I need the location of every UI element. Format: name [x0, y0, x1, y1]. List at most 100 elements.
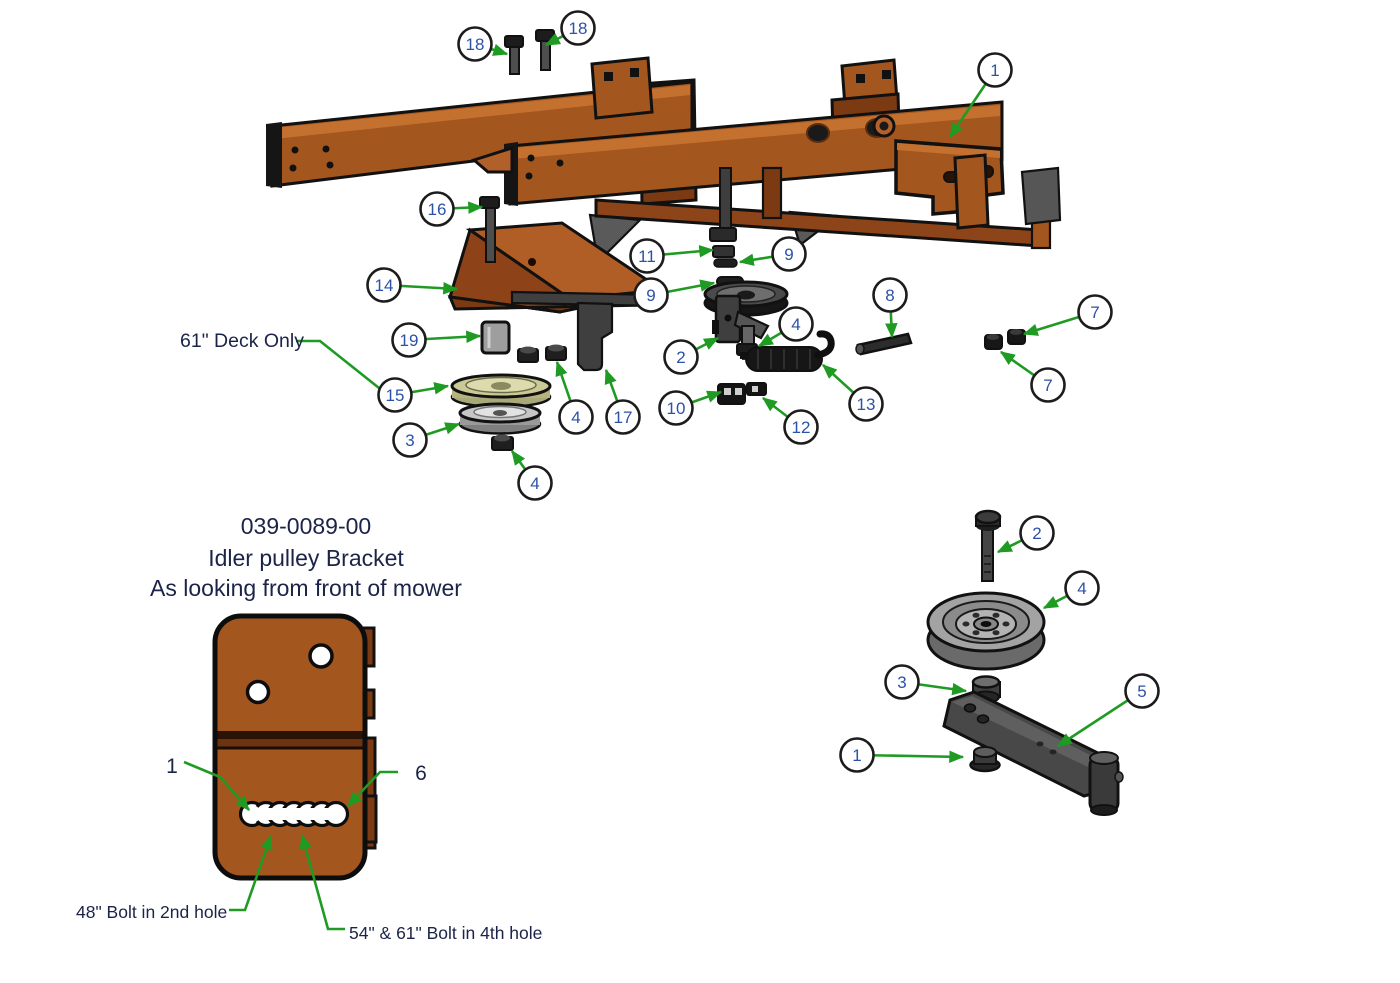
- callout-number: 11: [638, 247, 656, 266]
- clevis-part-10: [717, 383, 746, 405]
- callout-balloon: [658, 390, 694, 426]
- bolt-part-16: [479, 196, 500, 263]
- deck-only-leader: [296, 339, 380, 390]
- callout-number: 9: [646, 286, 655, 305]
- callout-balloon: [663, 339, 699, 375]
- callout-balloon: [1030, 367, 1066, 403]
- callout-number: 2: [676, 348, 685, 367]
- callout-7: 7: [1022, 294, 1113, 336]
- flat-idler-pulley-part-4: [926, 591, 1046, 671]
- callout-balloon: [517, 465, 553, 501]
- upper-beam: [266, 80, 694, 188]
- callout-number: 2: [1032, 524, 1041, 543]
- hole-1-label: 1: [166, 755, 178, 778]
- callout-15: 15: [377, 377, 450, 413]
- bracket-fold: [217, 731, 363, 739]
- callout-number: 16: [428, 200, 447, 219]
- bolt-pair-part-18: [504, 29, 555, 75]
- washer-part-9: [713, 258, 738, 268]
- bolt-washer-stack: [709, 167, 744, 287]
- callout-number: 4: [530, 474, 539, 493]
- callout-balloon: [1124, 673, 1160, 709]
- callout-number: 9: [784, 245, 793, 264]
- callout-balloon: [783, 409, 819, 445]
- callout-number: 3: [405, 431, 414, 450]
- callout-balloon: [771, 236, 807, 272]
- callout-10: 10: [658, 390, 723, 426]
- callout-balloon: [391, 322, 427, 358]
- callout-balloon: [629, 238, 665, 274]
- beam-hole: [806, 123, 830, 143]
- callout-14: 14: [366, 267, 459, 303]
- hole-1-leader: [183, 760, 250, 811]
- hole-6-leader: [347, 770, 398, 807]
- callout-number: 7: [1090, 303, 1099, 322]
- callout-11: 11: [629, 238, 715, 274]
- hole-6-label: 6: [415, 762, 427, 785]
- callout-number: 4: [1077, 579, 1086, 598]
- callout-4: 4: [510, 449, 553, 501]
- bracket-name-label: Idler pulley Bracket: [208, 545, 404, 571]
- v-idler-pulley-part-2: [703, 280, 789, 360]
- right-leg: [953, 153, 990, 230]
- callout-18: 18: [544, 10, 596, 47]
- callout-balloon: [392, 422, 428, 458]
- idler-bracket-front-view: [212, 613, 378, 881]
- nut-pair-part-7: [984, 329, 1026, 350]
- callout-balloon: [377, 377, 413, 413]
- callout-balloon: [1077, 294, 1113, 330]
- part-number-label: 039-0089-00: [241, 513, 371, 539]
- callout-number: 13: [857, 395, 876, 414]
- beam-nose: [470, 145, 514, 174]
- callout-number: 3: [897, 673, 906, 692]
- callout-16: 16: [419, 191, 484, 227]
- callout-number: 18: [466, 35, 485, 54]
- nut-pair-part-4: [517, 344, 567, 363]
- callout-balloon: [848, 386, 884, 422]
- callout-2: 2: [663, 336, 720, 375]
- nut-part-4-bottom: [491, 434, 514, 451]
- callout-number: 4: [571, 408, 580, 427]
- pulley-part-15: [450, 373, 552, 409]
- main-frame-assembly: [266, 29, 1062, 451]
- callout-3: 3: [392, 422, 461, 458]
- callout-18: 18: [457, 26, 509, 62]
- bolt-4th-hole-label: 54" & 61" Bolt in 4th hole: [349, 923, 542, 943]
- callout-balloon: [839, 737, 875, 773]
- callout-number: 15: [386, 386, 405, 405]
- callout-1: 1: [839, 737, 965, 773]
- callout-number: 1: [852, 746, 861, 765]
- callout-balloon: [605, 399, 641, 435]
- callout-number: 7: [1043, 376, 1052, 395]
- idler-arm-assembly: [926, 509, 1124, 816]
- callout-13: 13: [822, 364, 884, 422]
- callout-4: 4: [757, 306, 814, 348]
- bolt-part-2: [974, 509, 1002, 582]
- callout-number: 8: [885, 286, 894, 305]
- callout-8: 8: [872, 277, 908, 339]
- spring-part-13: [740, 330, 835, 372]
- bracket-slot: [238, 800, 350, 828]
- bracket-hole: [245, 679, 271, 705]
- center-mount-tab: [590, 56, 654, 120]
- callout-balloon: [419, 191, 455, 227]
- callout-2: 2: [996, 515, 1055, 554]
- callout-number: 17: [614, 408, 633, 427]
- pin-part-12: [746, 382, 767, 396]
- callout-balloon: [1019, 515, 1055, 551]
- bolt-2nd-hole-label: 48" Bolt in 2nd hole: [76, 902, 227, 922]
- flange-nut-part-1: [969, 746, 1001, 773]
- callout-balloon: [457, 26, 493, 62]
- callout-number: 14: [375, 276, 394, 295]
- callout-number: 1: [990, 61, 999, 80]
- spacer-part-19: [480, 320, 511, 355]
- pulley-part-3: [458, 402, 542, 435]
- callout-7: 7: [999, 350, 1066, 403]
- callout-17: 17: [604, 368, 641, 435]
- callout-number: 10: [667, 399, 686, 418]
- callout-number: 19: [400, 331, 419, 350]
- bracket-hole: [308, 643, 334, 669]
